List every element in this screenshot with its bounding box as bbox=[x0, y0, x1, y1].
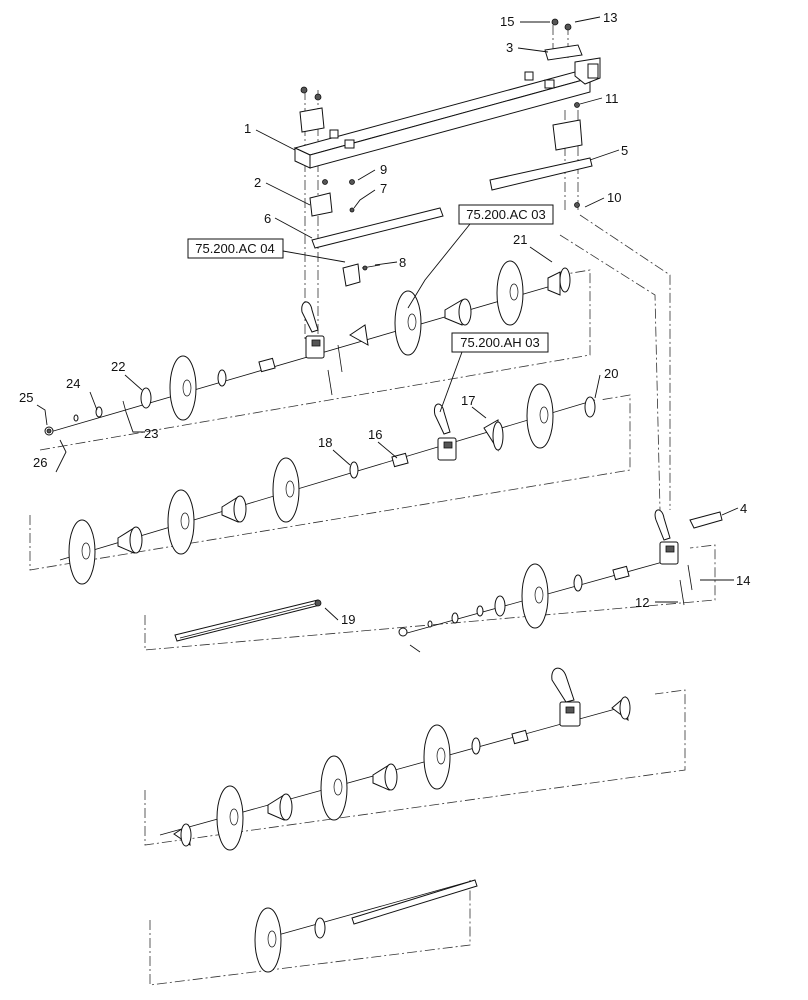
small-bracket bbox=[342, 263, 381, 287]
callout-18: 18 bbox=[318, 435, 332, 450]
callout-6: 6 bbox=[264, 211, 271, 226]
callout-12: 12 bbox=[635, 595, 649, 610]
assembly-outline-5 bbox=[149, 880, 471, 986]
callout-11: 11 bbox=[605, 91, 619, 106]
callout-23: 23 bbox=[144, 426, 158, 441]
callout-leaders bbox=[36, 16, 739, 621]
callout-5: 5 bbox=[621, 143, 628, 158]
axle-row-4 bbox=[159, 667, 631, 851]
callout-14: 14 bbox=[736, 573, 750, 588]
callout-labels: 1 2 3 4 5 6 7 8 9 10 11 12 13 14 15 16 1… bbox=[19, 10, 750, 627]
axle-row-1 bbox=[44, 260, 571, 436]
assembly-outline-2 bbox=[29, 394, 631, 571]
ref-text: 75.200.AC 03 bbox=[466, 207, 546, 222]
clamp-plate bbox=[544, 18, 583, 61]
right-angle-bar bbox=[489, 102, 593, 208]
callout-19: 19 bbox=[341, 612, 355, 627]
left-frame-bracket bbox=[299, 86, 325, 133]
callout-9: 9 bbox=[380, 162, 387, 177]
callout-22: 22 bbox=[111, 359, 125, 374]
assembly-outline-3 bbox=[144, 544, 716, 651]
callout-20: 20 bbox=[604, 366, 618, 381]
callout-21: 21 bbox=[513, 232, 527, 247]
callout-8: 8 bbox=[399, 255, 406, 270]
callout-2: 2 bbox=[254, 175, 261, 190]
callout-25: 25 bbox=[19, 390, 33, 405]
ref-text: 75.200.AC 04 bbox=[195, 241, 275, 256]
ref-box-ac03[interactable]: 75.200.AC 03 bbox=[407, 204, 554, 309]
callout-10: 10 bbox=[607, 190, 621, 205]
callout-7: 7 bbox=[380, 181, 387, 196]
main-frame-tube bbox=[293, 57, 601, 169]
callout-13: 13 bbox=[603, 10, 617, 25]
axle-row-2 bbox=[59, 383, 596, 585]
callout-15: 15 bbox=[500, 14, 514, 29]
callout-17: 17 bbox=[461, 393, 475, 408]
callout-16: 16 bbox=[368, 427, 382, 442]
assembly-outline-1 bbox=[39, 269, 591, 451]
callout-24: 24 bbox=[66, 376, 80, 391]
ref-box-ah03[interactable]: 75.200.AH 03 bbox=[439, 332, 549, 413]
callout-3: 3 bbox=[506, 40, 513, 55]
axle-row-3 bbox=[398, 509, 723, 653]
callout-4: 4 bbox=[740, 501, 747, 516]
ref-text: 75.200.AH 03 bbox=[460, 335, 540, 350]
callout-26: 26 bbox=[33, 455, 47, 470]
square-shaft bbox=[174, 599, 322, 642]
assembly-outline-4 bbox=[144, 689, 686, 846]
left-angle-bar bbox=[309, 179, 444, 249]
callout-1: 1 bbox=[244, 121, 251, 136]
axle-row-5 bbox=[254, 879, 478, 973]
ref-box-ac04[interactable]: 75.200.AC 04 bbox=[187, 238, 346, 263]
